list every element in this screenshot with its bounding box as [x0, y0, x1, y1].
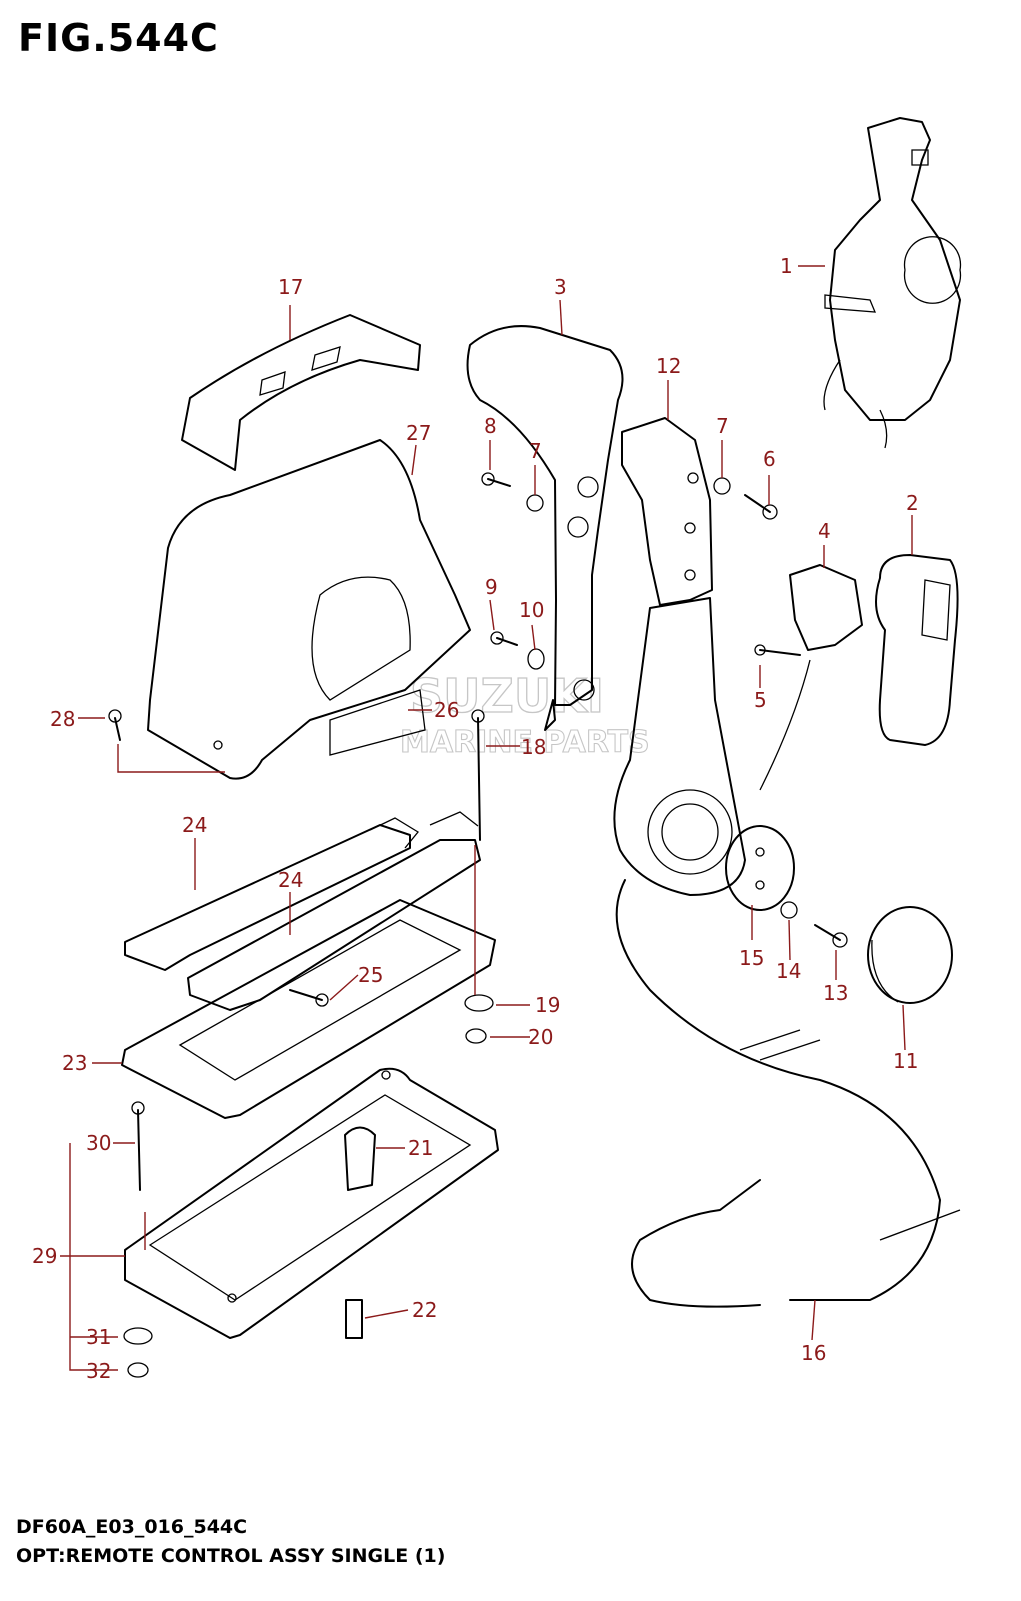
- callout-7b: 7: [716, 414, 729, 438]
- callout-17: 17: [278, 275, 303, 299]
- part-post-21: [344, 1126, 376, 1191]
- callout-7a: 7: [529, 439, 542, 463]
- part-cap-11: [867, 906, 953, 1004]
- part-bracket: [621, 417, 713, 606]
- part-bracket-24b: [187, 811, 481, 1011]
- callout-24a: 24: [182, 813, 207, 837]
- callout-1: 1: [780, 254, 793, 278]
- figure-code: DF60A_E03_016_544C: [16, 1516, 248, 1538]
- part-base-plate: [124, 1067, 499, 1339]
- callout-31: 31: [86, 1325, 111, 1349]
- callout-9: 9: [485, 575, 498, 599]
- watermark-subtitle: MARINE PARTS: [400, 725, 650, 760]
- callout-5: 5: [754, 688, 767, 712]
- watermark-brand: SUZUKI: [410, 669, 604, 723]
- callout-23: 23: [62, 1051, 87, 1075]
- part-washer-15: [725, 825, 795, 911]
- callout-15: 15: [739, 946, 764, 970]
- callout-30: 30: [86, 1131, 111, 1155]
- callout-32: 32: [86, 1359, 111, 1383]
- callout-21: 21: [408, 1136, 433, 1160]
- callouts: 17 3 12 1 2 27 8 7 7 6 4 9 10 5 28 26 18…: [32, 254, 919, 1383]
- callout-2: 2: [906, 491, 919, 515]
- callout-29: 29: [32, 1244, 57, 1268]
- callout-11: 11: [893, 1049, 918, 1073]
- part-remote-control-box: [823, 117, 962, 449]
- callout-19: 19: [535, 993, 560, 1017]
- callout-26: 26: [434, 698, 459, 722]
- part-screw-5: [754, 644, 801, 656]
- callout-24b: 24: [278, 868, 303, 892]
- callout-4: 4: [818, 519, 831, 543]
- part-main-lever: [613, 597, 746, 896]
- part-lever-arm: [466, 325, 624, 731]
- callout-3: 3: [554, 275, 567, 299]
- callout-22: 22: [412, 1298, 437, 1322]
- part-housing: [147, 439, 471, 780]
- part-top-cover: [181, 314, 421, 471]
- part-lever-grip: [875, 554, 959, 746]
- callout-14: 14: [776, 959, 801, 983]
- callout-8: 8: [484, 414, 497, 438]
- callout-20: 20: [528, 1025, 553, 1049]
- part-harness: [615, 879, 961, 1308]
- callout-6: 6: [763, 447, 776, 471]
- part-bracket-24a: [124, 817, 419, 971]
- callout-25: 25: [358, 963, 383, 987]
- leader-lines: [60, 265, 913, 1371]
- callout-16: 16: [801, 1341, 826, 1365]
- callout-10: 10: [519, 598, 544, 622]
- callout-13: 13: [823, 981, 848, 1005]
- part-clip-22: [345, 1299, 363, 1339]
- figure-caption: OPT:REMOTE CONTROL ASSY SINGLE (1): [16, 1545, 446, 1567]
- part-switch: [759, 564, 863, 791]
- screws-nuts: [108, 709, 494, 1378]
- figure-title: FIG.544C: [18, 16, 219, 60]
- callout-12: 12: [656, 354, 681, 378]
- callout-18: 18: [521, 735, 546, 759]
- callout-27: 27: [406, 421, 431, 445]
- part-gasket: [121, 899, 496, 1119]
- watermark: SUZUKI MARINE PARTS: [399, 668, 650, 760]
- callout-28: 28: [50, 707, 75, 731]
